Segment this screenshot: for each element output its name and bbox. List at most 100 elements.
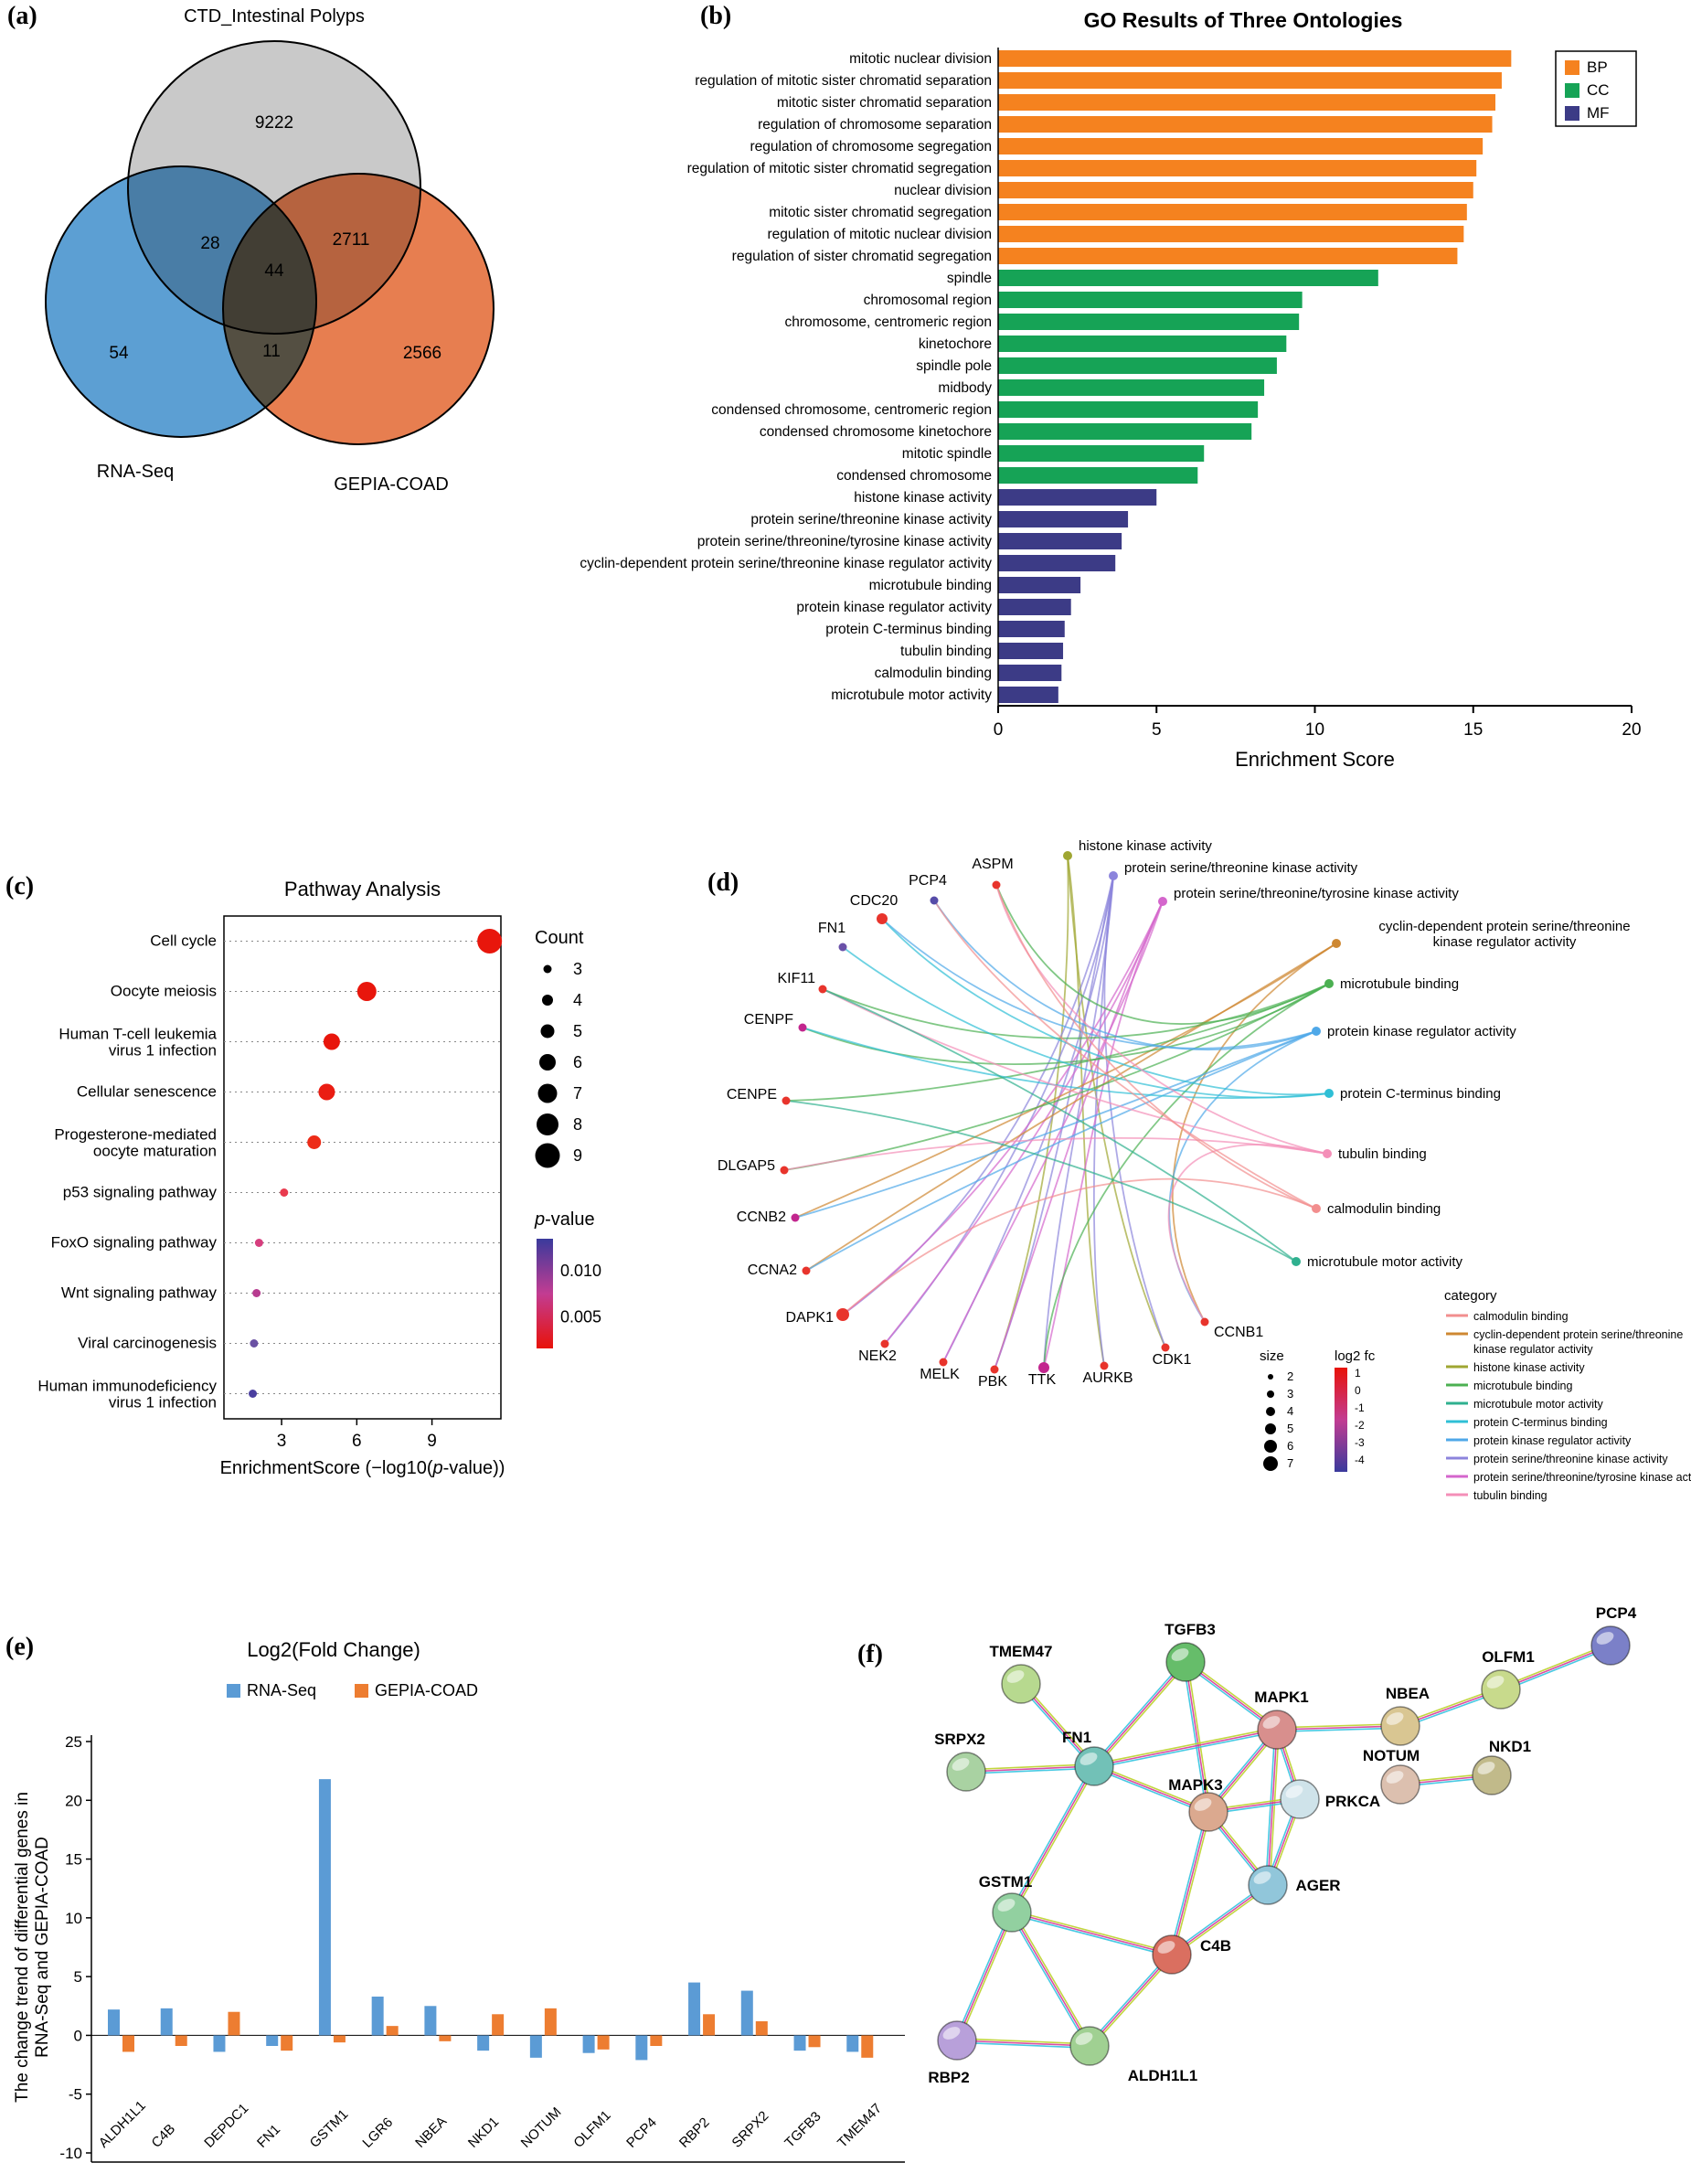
gene-dot: [877, 913, 888, 924]
ppi-edge: [1186, 1661, 1211, 1812]
category-legend-label: protein kinase regulator activity: [1473, 1434, 1632, 1447]
gene-label: DLGAP5: [718, 1158, 775, 1174]
count-legend-dot: [542, 995, 553, 1006]
venn-count: 28: [200, 234, 219, 253]
gene-dot: [818, 985, 827, 994]
go-bar-label: protein kinase regulator activity: [796, 600, 992, 615]
ppi-edge: [1009, 1912, 1089, 2048]
ppi-edge: [1499, 1643, 1611, 1689]
gene-label: CDK1: [1153, 1352, 1192, 1368]
fold-category-label: RBP2: [676, 2115, 713, 2151]
venn-set-label: GEPIA-COAD: [334, 474, 449, 495]
category-dot: [1324, 1089, 1334, 1098]
pathway-dot: [252, 1289, 261, 1297]
y-tick-label: 10: [65, 1910, 82, 1927]
category-label: protein serine/threonine kinase activity: [1124, 860, 1358, 876]
venn-circle: [223, 174, 494, 444]
venn-count: 2566: [403, 344, 441, 363]
go-bar: [998, 248, 1458, 264]
size-legend-label: 4: [1287, 1404, 1293, 1418]
fold-bar: [793, 2035, 806, 2051]
chord-edge: [842, 900, 1164, 1316]
category-dot: [1158, 897, 1167, 906]
fold-bar: [439, 2035, 452, 2041]
ppi-edge: [954, 1911, 1011, 2040]
gene-dot: [780, 1166, 789, 1175]
fold-bar: [808, 2035, 821, 2048]
count-legend-label: 3: [573, 960, 582, 978]
x-axis-label: Enrichment Score: [1235, 748, 1395, 771]
gene-dot: [782, 1096, 791, 1105]
chord-edge: [783, 983, 1330, 1171]
ppi-node-label: MAPK3: [1168, 1776, 1223, 1794]
ppi-node-label: C4B: [1200, 1937, 1231, 1955]
chord-edge: [822, 983, 1330, 1039]
pathway-label: Wnt signaling pathway: [61, 1284, 218, 1302]
gene-label: CDC20: [850, 893, 899, 909]
count-legend-dot: [537, 1083, 558, 1103]
go-bar: [998, 226, 1464, 242]
gene-label: CCNB1: [1214, 1325, 1263, 1340]
size-legend-dot: [1263, 1456, 1278, 1471]
ppi-node-label: ALDH1L1: [1128, 2067, 1198, 2084]
go-bar: [998, 72, 1502, 89]
x-tick-label: 0: [994, 720, 1004, 740]
ppi-edge: [1277, 1727, 1401, 1732]
ppi-node-highlight: [1262, 1716, 1281, 1729]
gene-label: AURKB: [1082, 1370, 1133, 1386]
ppi-node-label: TGFB3: [1165, 1621, 1216, 1638]
ppi-edge: [957, 2038, 1090, 2045]
ppi-node-highlight: [952, 1758, 970, 1771]
count-legend-label: 6: [573, 1053, 582, 1071]
category-legend-label: protein serine/threonine/tyrosine kinase…: [1473, 1471, 1691, 1484]
ppi-edge: [1094, 1763, 1210, 1811]
go-bar-label: mitotic sister chromatid separation: [777, 95, 992, 111]
pathway-dot: [356, 982, 377, 1001]
venn-title: CTD_Intestinal Polyps: [184, 6, 365, 27]
go-bar-label: regulation of mitotic sister chromatid s…: [695, 73, 992, 89]
fc-tick-label: 1: [1355, 1367, 1361, 1380]
fold-bar: [650, 2035, 663, 2046]
go-bar-label: chromosome, centromeric region: [784, 314, 992, 330]
count-legend-dot: [539, 1054, 556, 1071]
venn-circle-outline: [127, 40, 421, 335]
chord-edge: [805, 943, 1337, 1272]
go-bar: [998, 336, 1287, 352]
go-bar: [998, 357, 1277, 374]
x-axis-label: EnrichmentScore (−log10(p-value)): [220, 1458, 505, 1478]
ppi-edge: [1011, 1912, 1090, 2047]
fold-bar: [755, 2021, 768, 2036]
go-bar: [998, 599, 1071, 615]
size-legend-dot: [1268, 1374, 1273, 1380]
go-bar: [998, 379, 1265, 396]
gene-label: CCNB2: [737, 1209, 786, 1225]
fold-category-label: FN1: [254, 2122, 283, 2151]
go-bar-label: microtubule binding: [869, 578, 992, 593]
ppi-node-highlight: [1596, 1632, 1614, 1645]
size-legend-dot: [1266, 1407, 1275, 1416]
category-legend-label: calmodulin binding: [1473, 1310, 1569, 1323]
ppi-edge: [1171, 1811, 1209, 1955]
go-bar-label: condensed chromosome: [836, 468, 992, 484]
ppi-node-highlight: [1079, 1753, 1098, 1765]
x-tick-label: 5: [1152, 720, 1162, 740]
go-bar-label: condensed chromosome kinetochore: [760, 424, 992, 440]
category-legend-label: microtubule binding: [1473, 1380, 1572, 1392]
ppi-node-label: FN1: [1062, 1729, 1091, 1746]
chord-edge: [942, 900, 1164, 1363]
panel-label-a: (a): [7, 2, 37, 30]
category-legend-label: protein serine/threonine kinase activity: [1473, 1453, 1668, 1465]
go-bar-label: spindle pole: [916, 358, 992, 374]
y-axis-label: The change trend of differential genes i…: [13, 1792, 52, 2103]
ppi-edge: [1095, 1662, 1188, 1768]
category-dot: [1063, 851, 1072, 860]
pathway-dot: [254, 1239, 263, 1247]
fold-bar: [160, 2008, 173, 2036]
fold-category-label: DEPDC1: [201, 2101, 251, 2151]
